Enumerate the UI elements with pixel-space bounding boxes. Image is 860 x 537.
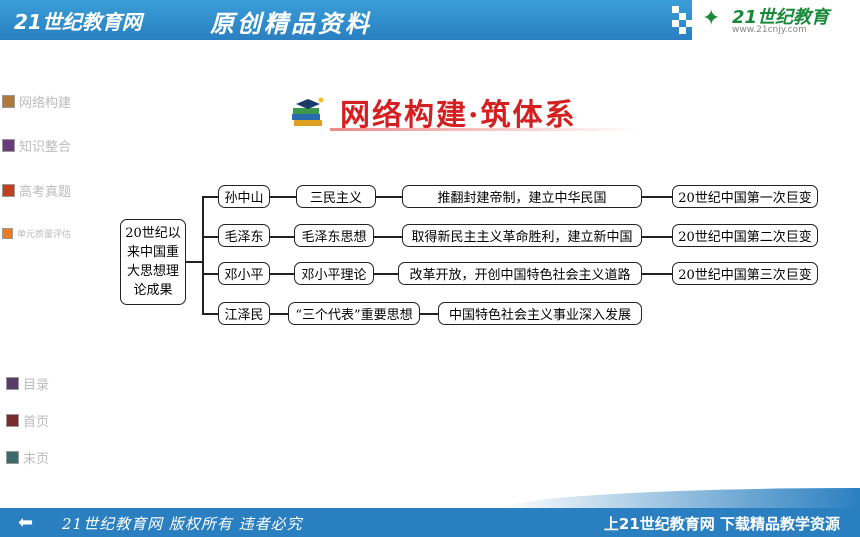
connector	[202, 196, 204, 313]
sidebar-item-label: 高考真题	[19, 185, 72, 200]
bullet-icon	[2, 228, 13, 239]
nav-contents[interactable]: 目录	[6, 373, 49, 393]
connector	[374, 273, 398, 275]
nav-label: 首页	[23, 415, 50, 430]
connector	[642, 236, 672, 238]
leader-node: 毛泽东	[218, 224, 270, 247]
leader-node: 江泽民	[218, 302, 270, 325]
site-logo[interactable]: ✦ 21世纪教育 www.21cnjy.com	[692, 0, 860, 40]
result-node: 改革开放，开创中国特色社会主义道路	[398, 262, 642, 285]
theory-node: 邓小平理论	[294, 262, 374, 285]
connector	[270, 313, 288, 315]
title-text: 网络构建·筑体系	[340, 98, 577, 133]
sidebar-item-exam[interactable]: 高考真题	[2, 180, 71, 200]
sidebar-item-network[interactable]: 网络构建	[2, 91, 71, 111]
theory-node: 三民主义	[296, 185, 376, 208]
result-node: 取得新民主主义革命胜利，建立新中国	[402, 224, 642, 247]
nav-home[interactable]: 首页	[6, 410, 49, 430]
connector	[202, 236, 218, 238]
nav-last[interactable]: 末页	[6, 447, 49, 467]
connector	[202, 273, 218, 275]
change-node: 20世纪中国第一次巨变	[672, 185, 818, 208]
logo-url: www.21cnjy.com	[732, 25, 807, 35]
connector	[270, 196, 296, 198]
sidebar-item-label: 网络构建	[19, 96, 72, 111]
section-title: 网络构建·筑体系	[290, 88, 650, 136]
root-node: 20世纪以来中国重大思想理论成果	[120, 219, 186, 305]
bullet-icon	[6, 451, 19, 464]
sidebar-item-assessment[interactable]: 单元质量评估	[2, 223, 71, 242]
header-bar: 21世纪教育网 原创精品资料 ✦ 21世纪教育 www.21cnjy.com	[0, 0, 860, 40]
copyright-text: 21世纪教育网 版权所有 违者必究	[62, 515, 303, 533]
connector	[376, 196, 402, 198]
change-node: 20世纪中国第二次巨变	[672, 224, 818, 247]
connector	[642, 273, 672, 275]
footer-slogan[interactable]: 上21世纪教育网 下载精品教学资源	[603, 515, 840, 533]
sidebar-item-knowledge[interactable]: 知识整合	[2, 135, 71, 155]
bullet-icon	[6, 377, 19, 390]
footer-bar: ⬅ 21世纪教育网 版权所有 违者必究 上21世纪教育网 下载精品教学资源	[0, 508, 860, 537]
nav-label: 末页	[23, 452, 50, 467]
runner-icon: ✦	[702, 6, 721, 31]
sidebar-item-label: 单元质量评估	[17, 230, 72, 240]
result-node: 中国特色社会主义事业深入发展	[438, 302, 642, 325]
connector	[202, 196, 218, 198]
bullet-icon	[6, 414, 19, 427]
bullet-icon	[2, 95, 15, 108]
connector	[642, 196, 672, 198]
connector	[270, 236, 294, 238]
bullet-icon	[2, 184, 15, 197]
leader-node: 邓小平	[218, 262, 270, 285]
connector	[202, 313, 218, 315]
sidebar-item-label: 知识整合	[19, 140, 72, 155]
nav-label: 目录	[23, 378, 50, 393]
bullet-icon	[2, 139, 15, 152]
books-cap-icon	[292, 97, 324, 126]
title-underline	[330, 128, 640, 131]
footer-curve	[500, 488, 860, 510]
theory-node: 毛泽东思想	[294, 224, 374, 247]
connector	[186, 261, 202, 263]
change-node: 20世纪中国第三次巨变	[672, 262, 818, 285]
brand-name: 21世纪教育网	[14, 10, 142, 34]
result-node: 推翻封建帝制，建立中华民国	[402, 185, 642, 208]
checker-decoration	[672, 6, 693, 34]
logo-text: 21世纪教育	[732, 7, 830, 28]
connector	[270, 273, 294, 275]
connector	[374, 236, 402, 238]
connector	[420, 313, 438, 315]
header-slogan: 原创精品资料	[210, 9, 372, 38]
theory-node: “三个代表”重要思想	[288, 302, 420, 325]
back-arrow-icon[interactable]: ⬅	[18, 512, 34, 533]
leader-node: 孙中山	[218, 185, 270, 208]
